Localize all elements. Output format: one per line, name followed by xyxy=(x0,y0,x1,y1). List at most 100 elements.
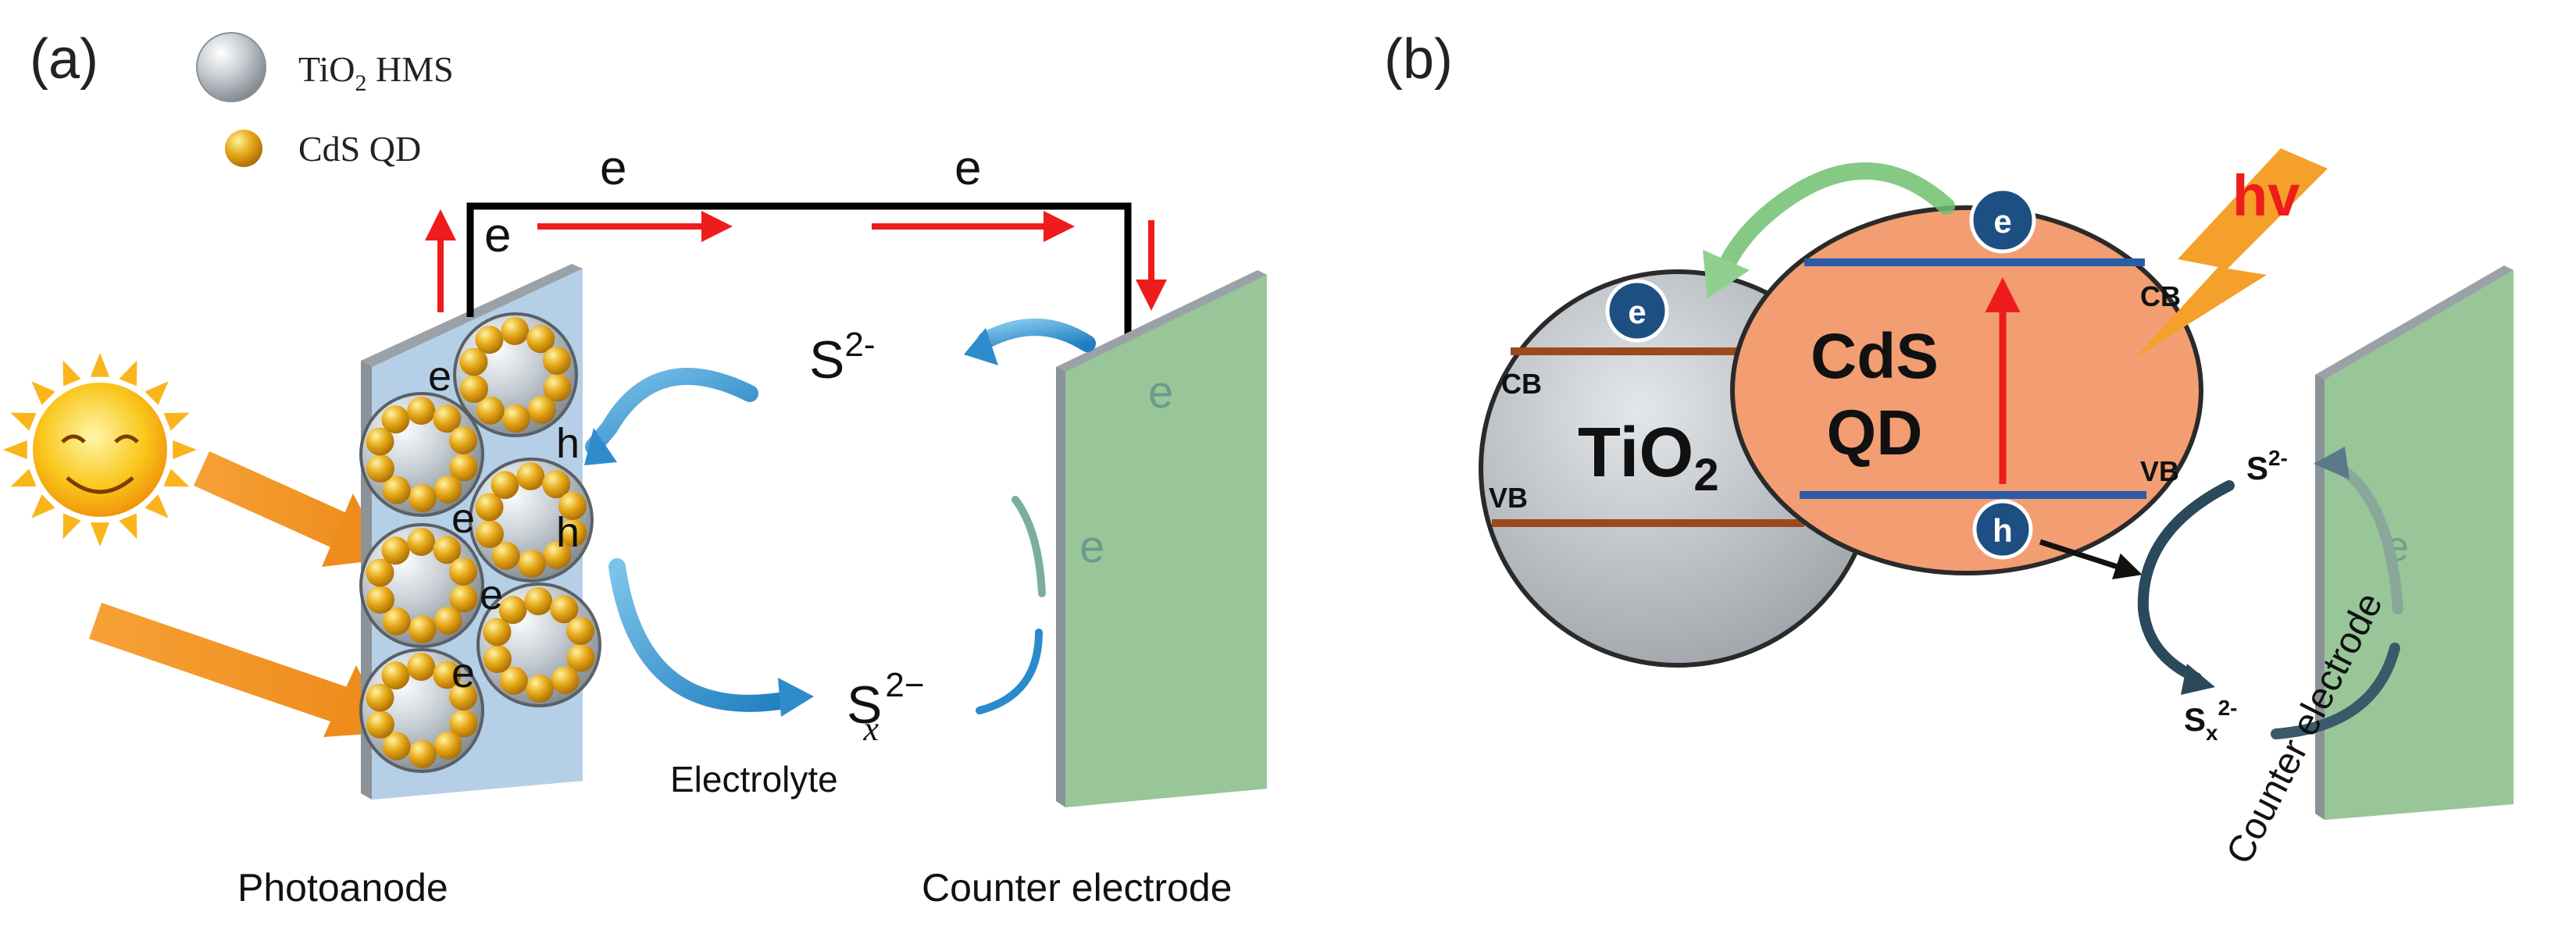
quantum-dot xyxy=(501,404,530,433)
quantum-dot-icon xyxy=(225,130,262,167)
hole-marker xyxy=(1972,499,2033,560)
quantum-dot xyxy=(449,426,478,454)
quantum-dot xyxy=(449,682,478,711)
quantum-dot xyxy=(543,373,572,402)
quantum-dot xyxy=(381,536,410,565)
tio2-hms-sphere xyxy=(476,582,601,707)
electrolyte-label: Electrolyte xyxy=(670,759,838,800)
tio2-hms-sphere xyxy=(359,523,484,648)
quantum-dot xyxy=(366,454,394,483)
quantum-dot xyxy=(407,528,436,557)
redox-arrow xyxy=(976,629,1043,714)
sun-ray xyxy=(173,440,197,460)
quantum-dot xyxy=(449,557,478,586)
sun-ray xyxy=(119,513,137,540)
quantum-dot xyxy=(542,470,571,499)
photoanode-label: Photoanode xyxy=(237,866,448,910)
counter-electrode-plate-b: e xyxy=(2315,265,2514,820)
quantum-dot xyxy=(501,317,530,346)
sun-ray xyxy=(90,353,110,377)
tio2-vb-label: VB xyxy=(1489,482,1528,514)
counter-electrode-plate-a: e e xyxy=(1056,270,1267,807)
cds-cb-label: CB xyxy=(2140,280,2181,312)
sulfide-ion-b: S2- xyxy=(2246,446,2288,486)
cds-label-line2: QD xyxy=(1827,397,1923,468)
quantum-dot xyxy=(558,518,587,547)
quantum-dot xyxy=(433,404,462,433)
sun-ray xyxy=(144,381,169,405)
quantum-dot xyxy=(449,453,478,482)
quantum-dot xyxy=(566,643,595,672)
charge-label: e xyxy=(428,353,451,400)
sun-ray xyxy=(10,412,37,431)
quantum-dot xyxy=(475,326,504,354)
quantum-dot xyxy=(498,596,527,625)
tio2-hms-spheres xyxy=(359,312,601,773)
electron-transfer-arrow xyxy=(1703,162,1955,298)
lightning-icon xyxy=(2135,148,2328,358)
sun-ray xyxy=(90,522,110,547)
sun-ray xyxy=(163,468,190,487)
quantum-dot xyxy=(407,397,436,426)
counter-charge: e xyxy=(1079,522,1104,572)
tio2-label: TiO2 xyxy=(1578,414,1719,500)
panel-a-label: (a) xyxy=(30,28,98,91)
sun-ray xyxy=(62,360,81,386)
quantum-dot xyxy=(382,607,411,636)
external-circuit: e e e xyxy=(425,141,1167,340)
electron-marker xyxy=(1605,279,1669,343)
quantum-dot xyxy=(517,549,546,578)
sun-ray xyxy=(119,360,137,386)
sun-ray xyxy=(10,468,37,487)
quantum-dot xyxy=(525,674,554,703)
quantum-dot xyxy=(543,540,572,569)
quantum-dot xyxy=(366,683,394,712)
sulfide-ion: S2- xyxy=(809,326,875,390)
redox-arrow xyxy=(608,558,797,712)
charge-label: e xyxy=(451,495,475,542)
tio2-hms-sphere xyxy=(359,392,484,517)
quantum-dot xyxy=(408,614,437,643)
sun-ray xyxy=(163,412,190,431)
quantum-dot xyxy=(382,732,411,760)
quantum-dot xyxy=(524,587,553,616)
photoanode-charges: e h e h e e xyxy=(428,353,580,696)
sun-ray xyxy=(144,494,169,518)
quantum-dot xyxy=(475,520,504,549)
photon-label: hv xyxy=(2232,163,2299,228)
sun-icon xyxy=(3,353,197,547)
cds-vb-label: VB xyxy=(2140,455,2179,487)
polysulfide-ion-b: Sx2- xyxy=(2184,696,2238,745)
quantum-dot xyxy=(433,606,462,635)
tio2-electron: e xyxy=(1628,294,1646,330)
redox-arrow xyxy=(585,368,758,455)
circuit-electron: e xyxy=(954,141,981,195)
quantum-dot xyxy=(366,558,394,587)
quantum-dot xyxy=(551,665,580,694)
redox-arrow xyxy=(977,319,1096,352)
redox-cycle-arrows xyxy=(584,319,1096,717)
cds-label-line1: CdS xyxy=(1811,321,1939,392)
quantum-dot xyxy=(483,645,512,674)
legend-hms-label: TiO2 HMS xyxy=(298,49,454,96)
tio2-hms-sphere xyxy=(469,458,594,582)
quantum-dot xyxy=(459,375,488,404)
quantum-dot xyxy=(382,475,411,504)
panel-b-label: (b) xyxy=(1384,28,1453,91)
cds-quantum-dot: CB VB CdS QD e h xyxy=(1730,187,2203,575)
sun-ray xyxy=(3,440,27,460)
quantum-dot xyxy=(381,405,410,434)
quantum-dot xyxy=(516,462,545,491)
light-beam xyxy=(194,451,366,556)
tio2-cb-label: CB xyxy=(1501,368,1542,400)
charge-label: h xyxy=(556,509,580,556)
hole-transfer-arrow xyxy=(2039,539,2143,580)
quantum-dot xyxy=(407,653,436,682)
counter-charge: e xyxy=(1148,367,1173,418)
tio2-hms-sphere xyxy=(359,648,484,773)
redox-cycle-arrows-b xyxy=(2137,447,2403,739)
charge-label: e xyxy=(480,572,503,618)
tio2-hms-sphere xyxy=(453,312,578,437)
quantum-dot xyxy=(366,427,394,456)
light-beam xyxy=(89,603,366,729)
